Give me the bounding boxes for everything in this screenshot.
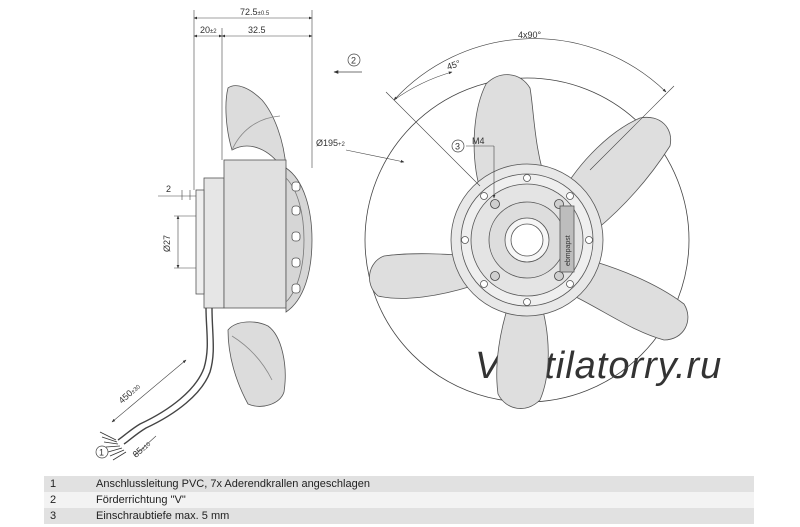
dim-angle-half: 45° [446, 58, 462, 72]
legend-row: 1 Anschlussleitung PVC, 7x Aderendkralle… [44, 476, 754, 492]
dim-left-width: 20±2 [200, 25, 217, 35]
svg-text:3: 3 [455, 142, 460, 152]
cable [117, 307, 208, 441]
dim-angle-total: 4x90° [518, 30, 542, 40]
front-dimensions [345, 38, 675, 199]
legend-number: 3 [44, 508, 90, 524]
legend-text: Einschraubtiefe max. 5 mm [90, 508, 754, 524]
legend-row: 2 Förderrichtung "V" [44, 492, 754, 508]
legend-text: Anschlussleitung PVC, 7x Aderendkrallen … [90, 476, 754, 492]
hub-label-plate [559, 205, 575, 273]
dim-cable-length: 450±30 [117, 381, 143, 406]
dim-shaft-diameter: Ø27 [162, 235, 172, 252]
front-view [364, 74, 690, 409]
legend-table: 1 Anschlussleitung PVC, 7x Aderendkralle… [44, 476, 754, 524]
dim-total-length: 72.5±0.5 [240, 7, 270, 17]
legend-number: 2 [44, 492, 90, 508]
legend-number: 1 [44, 476, 90, 492]
cooling-slots [291, 181, 301, 294]
side-blade-lower [227, 321, 286, 407]
dim-right-width: 32.5 [248, 25, 266, 35]
dim-strip-length: 85±10 [131, 438, 153, 459]
dim-diameter: Ø195+2 [316, 138, 346, 148]
dim-thread: M4 [472, 136, 485, 146]
hub-label: ebmpapst [565, 235, 572, 266]
legend-row: 3 Einschraubtiefe max. 5 mm [44, 508, 754, 524]
dim-flange-offset: 2 [166, 184, 171, 194]
side-view [99, 85, 313, 461]
technical-drawing: Ventilatorry.ru [95, 7, 721, 461]
side-blade-upper [225, 85, 287, 169]
svg-text:2: 2 [351, 56, 356, 66]
motor-body [203, 177, 225, 309]
callout-2: 2 [333, 53, 362, 74]
legend-text: Förderrichtung "V" [90, 492, 754, 508]
hub-holes [461, 174, 593, 306]
callout-1: 1 [95, 445, 109, 459]
svg-text:1: 1 [99, 448, 104, 458]
side-dimensions [111, 10, 313, 457]
cable-wire-ends [99, 431, 127, 461]
callout-3: 3 [451, 139, 465, 153]
